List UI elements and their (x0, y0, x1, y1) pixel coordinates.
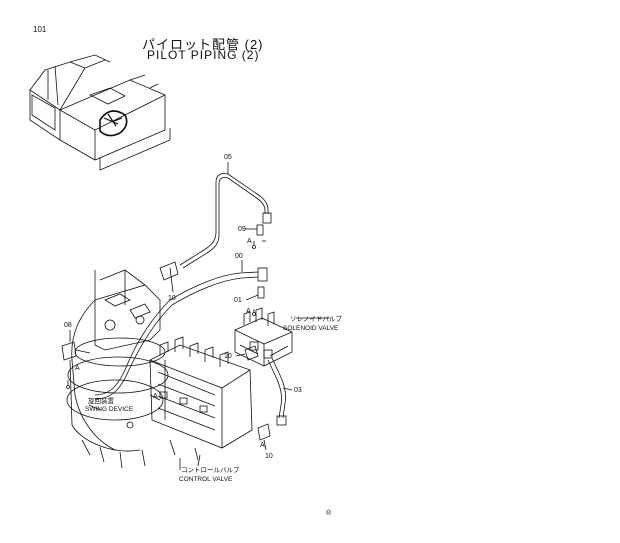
solenoid-valve-assembly (234, 307, 330, 367)
control-valve-label-jp: コントロールバルブ (181, 465, 240, 474)
fitting-10-top (159, 261, 179, 293)
callout-10-mid: 10 (224, 353, 232, 360)
fitting-08 (61, 330, 91, 389)
footer-mark: ® (326, 510, 332, 517)
leader-lines (88, 394, 201, 467)
excavator-locator-sketch (29, 54, 171, 171)
control-valve (126, 336, 253, 470)
swing-device-label-en: SWING DEVICE (85, 406, 134, 413)
callout-a-09: A (247, 238, 252, 245)
callout-a-bottom: A (260, 442, 265, 449)
control-valve-label-en: CONTROL VALVE (179, 476, 233, 483)
swing-device-label-jp: 旋回装置 (88, 396, 115, 405)
callout-01: 01 (234, 297, 242, 304)
callout-a-01: A (246, 308, 251, 315)
callout-05: 05 (224, 154, 232, 161)
callout-10-top: 10 (168, 295, 176, 302)
page-number: 101 (33, 25, 47, 34)
swing-device (66, 269, 169, 469)
callout-08: 08 (64, 322, 72, 329)
solenoid-valve-label-en: SOLENOID VALVE (283, 325, 339, 332)
callout-10-bottom: 10 (265, 453, 273, 460)
callout-a-08: A (75, 365, 80, 372)
pipe-00 (94, 260, 268, 400)
fitting-10-bottom (257, 423, 271, 451)
pipe-03 (267, 357, 293, 426)
title-japanese: パイロット配管 (2) (142, 37, 264, 52)
pipe-05 (179, 162, 272, 269)
fitting-10-mid (235, 345, 259, 361)
fitting-01 (245, 286, 265, 316)
callout-00: 00 (235, 253, 243, 260)
solenoid-valve-label-jp: ソレノイドバルブ (290, 314, 343, 323)
callout-03: 03 (294, 387, 302, 394)
title-english: PILOT PIPING (2) (147, 48, 260, 62)
callout-a-left: A (153, 393, 158, 400)
fitting-09 (245, 224, 266, 249)
callout-09: 09 (238, 226, 246, 233)
